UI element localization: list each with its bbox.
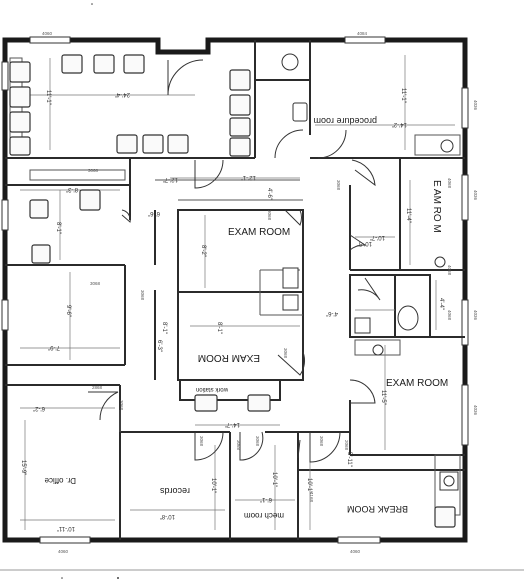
work-station-label: work station	[196, 386, 229, 392]
code-door-h: 3068	[119, 400, 124, 411]
code-top-1: 4060	[42, 31, 53, 36]
code-door-g: 2868	[92, 385, 103, 390]
exam-room-label-4: EXAM ROOM	[386, 378, 448, 389]
code-door-k: 4068	[447, 178, 452, 189]
code-door-p: 3068	[236, 440, 241, 451]
room-labels: EXAM ROOM EXAM ROOM E AM RO M EXAM ROOM …	[44, 116, 448, 520]
code-bottom-1: 4060	[58, 549, 69, 554]
dim-exam4-h: 11'-5"	[380, 390, 386, 405]
dim-work-w: 14'-7"	[225, 421, 240, 427]
dim-dr-small: 6'-2"	[33, 405, 45, 411]
dim-records-h: 10'-1"	[210, 478, 216, 493]
code-right-1: 4036	[473, 100, 478, 111]
code-door-e: 3068	[140, 290, 145, 301]
dim-exam1-h: 8'-2"	[200, 245, 206, 257]
dim-corr-short: 4'-6"	[326, 310, 338, 316]
code-right-3: 4036	[473, 310, 478, 321]
dim-toilet-w: 4'-4"	[438, 298, 444, 310]
dim-left-mid-h: 9'-6"	[65, 305, 71, 317]
code-door-b: 3068	[336, 180, 341, 191]
dim-hall-b: 4'-6"	[266, 188, 272, 200]
window-left-2	[1, 199, 9, 231]
window-top-2	[344, 36, 386, 44]
dim-dr-width: 10'-11"	[57, 525, 75, 531]
dr-office-label: Dr. office	[44, 476, 76, 485]
window-right-2	[461, 174, 469, 221]
dim-exam3-h: 11'-4"	[405, 208, 411, 223]
exterior-windows	[1, 36, 469, 544]
window-right-3	[461, 299, 469, 346]
dim-hall-a: 12'-1"	[241, 174, 256, 180]
interior-walls	[5, 40, 465, 540]
code-bottom-2: 4060	[350, 549, 361, 554]
mech-room-label: mech room	[244, 511, 284, 520]
waiting-chairs	[9, 54, 456, 528]
window-right-1	[461, 87, 469, 129]
dim-exam3-w: 10'-7"	[370, 234, 385, 240]
exam-room-label-3: E AM RO M	[431, 180, 442, 233]
exam-room-label-1: EXAM ROOM	[228, 227, 290, 238]
code-door-i: 3068	[199, 436, 204, 447]
exterior-walls	[2, 37, 468, 543]
dim-mech-w: 6'-1"	[260, 496, 272, 502]
code-door-l: 4068	[447, 265, 452, 276]
dim-left-mid: 7'-9"	[48, 344, 60, 350]
dim-exam2-h: 8'-1"	[216, 322, 222, 334]
dim-left-small: 8'-3"	[66, 186, 78, 192]
code-door-q: 4168	[309, 492, 314, 503]
code-top-2: 4084	[357, 31, 368, 36]
dim-waiting-height: 11'-1"	[45, 90, 51, 105]
scan-specks	[61, 3, 119, 579]
dim-toilet-h: 5'-11"	[346, 452, 352, 467]
code-door-d: 3068	[90, 281, 101, 286]
dim-mid-side: 8'-1"	[161, 322, 167, 334]
dim-right-small: 10'-5"	[357, 240, 372, 246]
code-door-a: 3068	[88, 168, 99, 173]
code-door-j: 3068	[255, 436, 260, 447]
code-door-f: 3068	[283, 348, 288, 359]
dim-mech-h: 10'-1"	[271, 472, 277, 487]
dimension-labels: 24'-4" 11'-1" 14'-2" 11'-1" 8'-3" 8'-1" …	[20, 88, 444, 531]
exterior-wall-outline	[2, 37, 468, 543]
dim-left-small-h: 8'-1"	[55, 222, 61, 234]
break-room-label: BREAK ROOM	[347, 504, 408, 514]
opening-codes: 4060 4084 4060 4060 4036 4036 4036 4036 …	[42, 31, 478, 554]
dim-records-w: 10'-8"	[160, 513, 175, 519]
door-swings	[88, 59, 381, 463]
records-label: records	[159, 486, 190, 496]
window-bottom-2	[337, 536, 381, 544]
code-right-2: 4036	[473, 190, 478, 201]
window-top-1	[29, 36, 71, 44]
dim-waiting-width: 24'-4"	[115, 91, 130, 97]
code-door-c: 3068	[267, 210, 272, 221]
code-right-4: 4036	[473, 405, 478, 416]
dim-hall-c: 12'-7"	[163, 176, 178, 182]
window-left-3	[1, 299, 9, 331]
procedure-room-label: procedure room	[313, 116, 377, 126]
window-bottom-1	[39, 536, 91, 544]
window-right-4	[461, 384, 469, 446]
dim-procedure-height: 11'-1"	[400, 88, 406, 103]
dim-wp: 6'-3"	[156, 340, 162, 352]
plumbing-fixtures	[281, 53, 459, 491]
code-door-o: 2068	[344, 440, 349, 451]
dim-procedure-width: 14'-2"	[392, 121, 407, 127]
exam-room-label-2: EXAM ROOM	[198, 352, 260, 363]
dim-break-h: 10'-1"	[306, 478, 312, 493]
dim-corr-top: 6'-6"	[148, 210, 160, 216]
code-door-n: 3068	[319, 436, 324, 447]
dim-dr-height: 15'-9"	[20, 460, 26, 475]
code-door-m: 4068	[447, 310, 452, 321]
window-left-1	[1, 61, 9, 91]
